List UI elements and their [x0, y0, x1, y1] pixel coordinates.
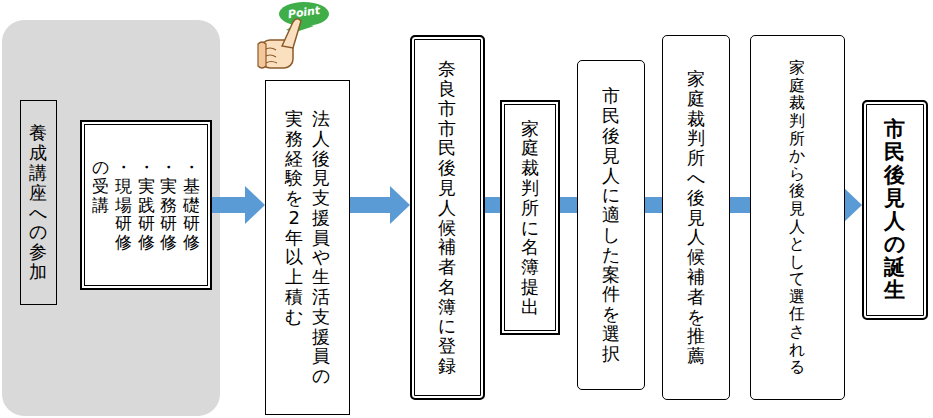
arrow-shaft — [210, 197, 247, 213]
arrow-shaft — [558, 197, 579, 213]
flow-arrow — [210, 186, 265, 224]
point-hand-icon — [258, 2, 329, 68]
text-column-group: 法人後見支援員や生活支援員の実務経験を2年以上積む — [284, 109, 331, 386]
arrow-shaft — [728, 197, 752, 213]
vertical-text: の受講 — [91, 158, 109, 214]
select-box: 市民後見人に適した案件を選択 — [577, 60, 645, 390]
vertical-text: 市民後見人に適した案件を選択 — [602, 86, 621, 363]
vertical-text: 家庭裁判所から後見人として選任される — [789, 59, 806, 376]
flow-arrow — [842, 186, 862, 224]
register-box: 奈良市市民後見人候補者名簿に登録 — [410, 35, 485, 400]
vertical-text: 家庭裁判所へ後見人候補者を推薦 — [687, 69, 706, 366]
recommend-box: 家庭裁判所へ後見人候補者を推薦 — [662, 35, 730, 400]
vertical-text: ・実践研修 — [137, 158, 155, 251]
text-column-group: 家庭裁判所に名簿提出 — [521, 119, 540, 317]
arrow-shaft — [643, 197, 664, 213]
appoint-box: 家庭裁判所から後見人として選任される — [750, 35, 845, 400]
vertical-text: 法人後見支援員や生活支援員の実務経験を2年以上積む — [284, 109, 331, 386]
arrow-head — [390, 186, 410, 224]
submit-box: 家庭裁判所に名簿提出 — [500, 100, 560, 335]
flow-arrow — [348, 186, 410, 224]
arrow-head — [245, 186, 265, 224]
vertical-text: 家庭裁判所に名簿提出 — [521, 119, 540, 317]
flow-arrow — [728, 205, 752, 206]
flow-arrow — [558, 205, 579, 206]
training-region — [2, 20, 220, 416]
result-box: 市民後見人の誕生 — [862, 100, 928, 320]
vertical-text: ・現場研修 — [114, 158, 132, 251]
text-column-group: 家庭裁判所へ後見人候補者を推薦 — [687, 69, 706, 366]
text-column-group: 養成講座への参加 — [29, 123, 48, 281]
vertical-text: ・実務研修 — [160, 158, 178, 251]
text-column-group: 市民後見人に適した案件を選択 — [602, 86, 621, 363]
text-column-group: ・基礎研修・実務研修・実践研修・現場研修の受講 — [91, 158, 200, 251]
vertical-text: ・基礎研修 — [183, 158, 201, 251]
training-box: ・基礎研修・実務研修・実践研修・現場研修の受講 — [80, 120, 212, 290]
vertical-text: 市民後見人の誕生 — [884, 118, 906, 303]
arrow-shaft — [348, 197, 392, 213]
flow-arrow — [643, 205, 664, 206]
arrow-head — [842, 186, 862, 224]
step-box: 養成講座への参加 — [20, 100, 57, 305]
text-column-group: 奈良市市民後見人候補者名簿に登録 — [438, 59, 457, 376]
vertical-text: 奈良市市民後見人候補者名簿に登録 — [438, 59, 457, 376]
vertical-text: 養成講座への参加 — [29, 123, 48, 281]
text-column-group: 市民後見人の誕生 — [884, 118, 906, 303]
experience-box: 法人後見支援員や生活支援員の実務経験を2年以上積む — [265, 80, 350, 415]
text-column-group: 家庭裁判所から後見人として選任される — [789, 59, 806, 376]
